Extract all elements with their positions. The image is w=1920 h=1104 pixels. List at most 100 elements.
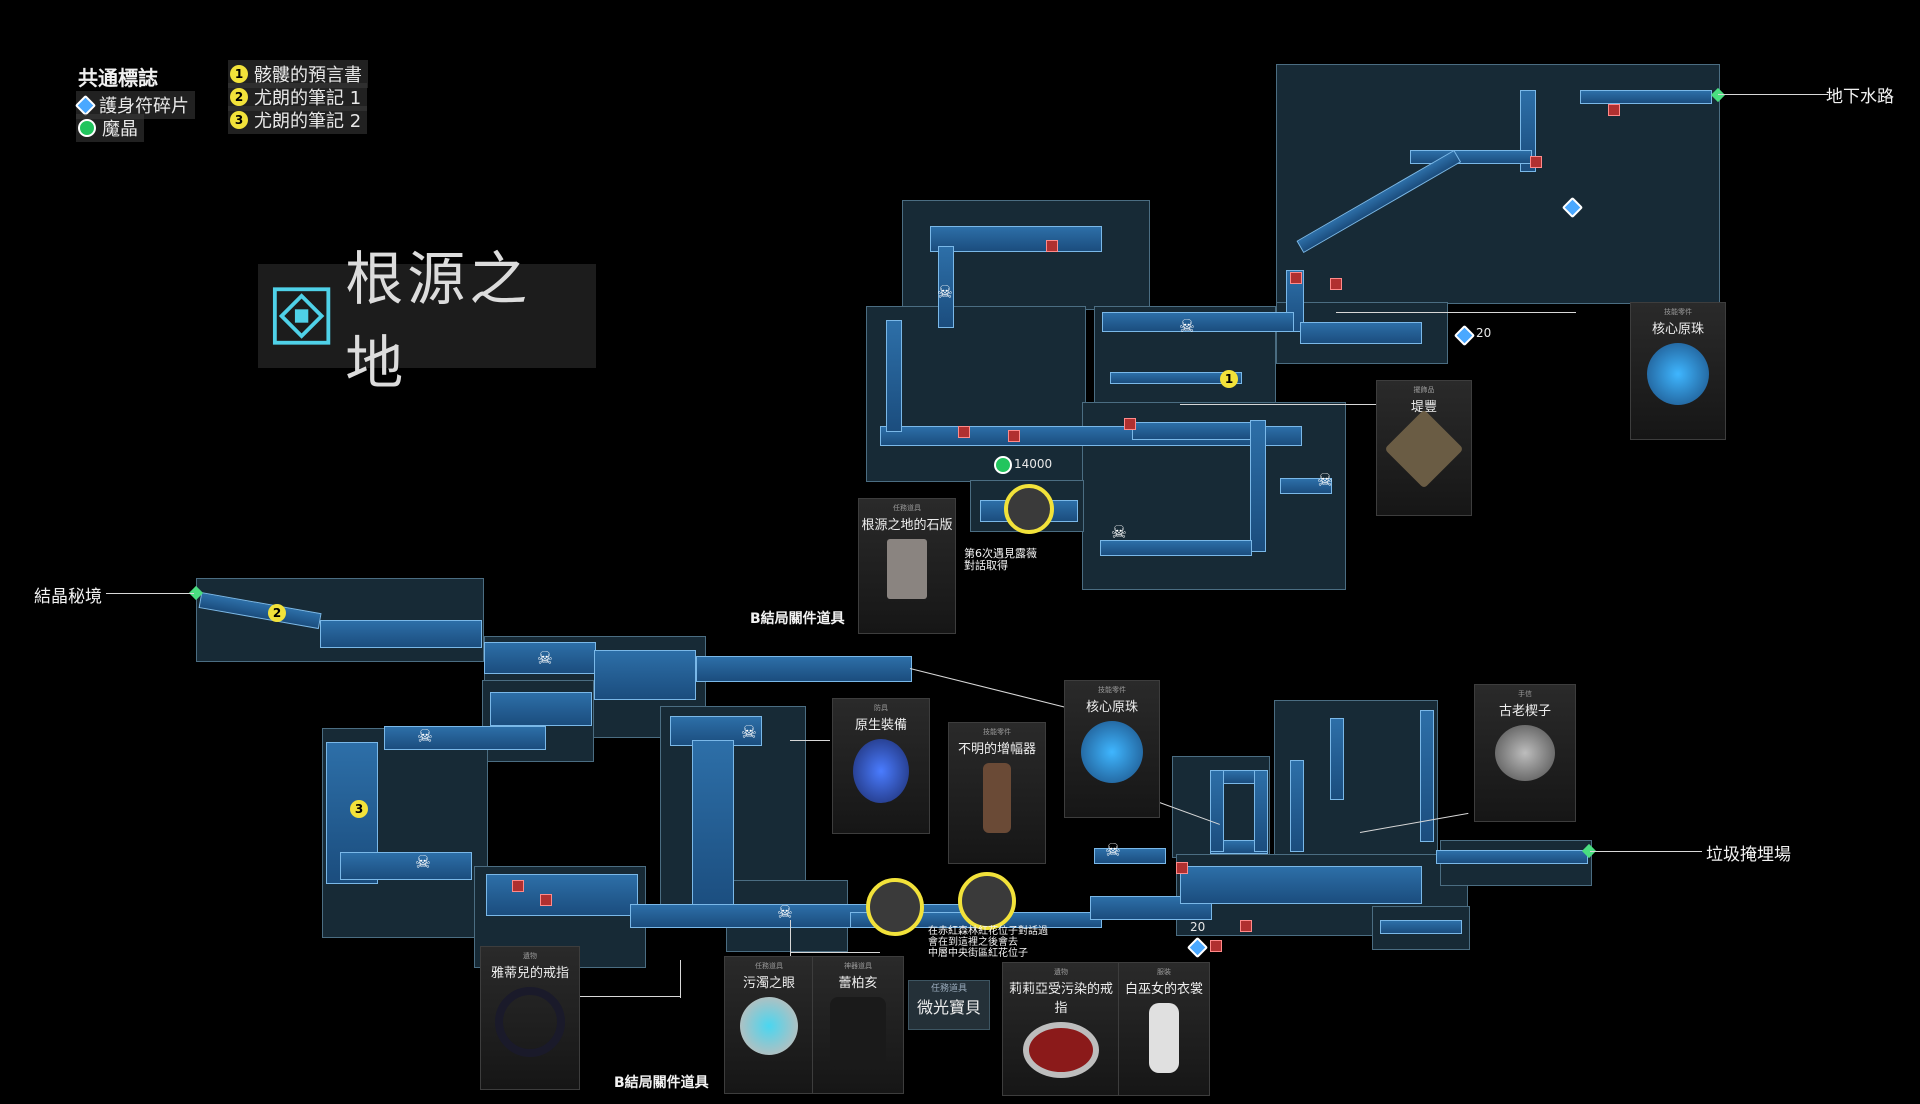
stone-tablet-icon <box>887 539 927 599</box>
gate-icon <box>1240 920 1252 932</box>
boss-icon: ☠ <box>1110 522 1128 543</box>
item-name: 蕾柏亥 <box>838 976 878 991</box>
map-room <box>866 306 1086 482</box>
map-corridor <box>1210 770 1224 852</box>
item-name: 白巫女的衣裳 <box>1124 982 1203 997</box>
map-corridor <box>938 246 954 328</box>
item-card-stone-tablet[interactable]: 任務道具 根源之地的石版 <box>858 498 956 634</box>
map-corridor <box>692 740 734 912</box>
item-card-faint-gem[interactable]: 任務道具 微光寶貝 <box>908 980 990 1030</box>
item-category: 任務道具 <box>893 504 921 512</box>
item-card-core-mid[interactable]: 技能零件 核心原珠 <box>1064 680 1160 818</box>
gate-icon <box>1008 430 1020 442</box>
map-corridor <box>1436 850 1588 864</box>
map-corridor <box>1420 710 1434 842</box>
core-orb-icon <box>1647 343 1709 405</box>
item-category: 技能零件 <box>1664 308 1692 316</box>
item-card-yaria-ring[interactable]: 遺物 雅蒂兒的戒指 <box>480 946 580 1090</box>
cursed-ring-icon <box>1023 1022 1099 1078</box>
legend-numbered-3: 3 尤朗的筆記 2 <box>228 106 368 134</box>
amulet-count: 20 <box>1190 920 1206 934</box>
ornament-icon <box>1384 409 1464 489</box>
map-corridor <box>490 692 592 726</box>
gate-icon <box>1530 156 1542 168</box>
map-corridor <box>1280 478 1332 494</box>
note-line: 會在到這裡之後會去 <box>928 937 1018 948</box>
item-card-lebolia[interactable]: 神器道具 蕾柏亥 <box>812 956 904 1094</box>
gate-icon <box>1124 418 1136 430</box>
item-category: 手信 <box>1518 690 1532 698</box>
map-room <box>1276 64 1720 304</box>
gate-icon <box>1330 278 1342 290</box>
gate-icon <box>958 426 970 438</box>
map-corridor <box>1300 322 1422 344</box>
exit-line <box>106 593 194 594</box>
item-card-kitoyo[interactable]: 擺飾品 堤豐 <box>1376 380 1472 516</box>
item-card-polluted-eye[interactable]: 任務道具 污濁之眼 <box>724 956 814 1094</box>
gate-icon <box>1176 862 1188 874</box>
boss-icon: ☠ <box>1316 470 1334 491</box>
legend-label: 護身符碎片 <box>99 96 189 117</box>
item-name: 堤豐 <box>1410 400 1437 415</box>
note-sixth-meet: 第6次遇見露薇 對話取得 <box>964 548 1037 572</box>
number-badge-icon: 1 <box>230 65 248 83</box>
callout-line <box>1180 404 1376 405</box>
exit-label-garbage-dump[interactable]: 垃圾掩埋場 <box>1706 845 1791 865</box>
gate-icon <box>1290 272 1302 284</box>
item-category: 任務道具 <box>755 962 783 970</box>
note-line: 中層中央街區紅花位子 <box>928 948 1028 959</box>
boss-icon: ☠ <box>936 282 954 303</box>
boss-icon: ☠ <box>536 648 554 669</box>
npc-portrait-icon <box>958 872 1016 930</box>
item-name: 微光寶貝 <box>916 998 981 1017</box>
map-corridor <box>486 874 638 916</box>
boss-icon: ☠ <box>416 726 434 747</box>
armor-icon <box>853 739 909 803</box>
number-badge-icon: 2 <box>268 604 286 622</box>
callout-line <box>790 952 880 953</box>
magic-crystal-icon <box>78 119 96 137</box>
item-name: 莉莉亞受污染的戒指 <box>1008 982 1113 1016</box>
note-line: 對話取得 <box>964 559 1008 572</box>
exit-label-waterway[interactable]: 地下水路 <box>1826 87 1894 107</box>
item-category: 技能零件 <box>983 728 1011 736</box>
item-card-lily-ring[interactable]: 遺物 莉莉亞受污染的戒指 <box>1002 962 1120 1096</box>
gate-icon <box>1210 940 1222 952</box>
number-badge-icon: 2 <box>230 88 248 106</box>
exit-label-crystal-secret[interactable]: 結晶秘境 <box>34 587 102 607</box>
item-card-white-dress[interactable]: 服裝 白巫女的衣裳 <box>1118 962 1210 1096</box>
map-corridor <box>1410 150 1532 164</box>
map-corridor <box>1094 848 1166 864</box>
eye-orb-icon <box>740 997 798 1055</box>
map-corridor <box>594 650 696 700</box>
map-corridor <box>1100 540 1252 556</box>
callout-line <box>909 668 1066 708</box>
callout-line <box>790 740 830 741</box>
map-corridor <box>1180 866 1422 904</box>
boss-icon: ☠ <box>1104 840 1122 861</box>
item-category: 遺物 <box>523 952 537 960</box>
crystal-count: 14000 <box>1014 457 1053 471</box>
callout-line <box>680 960 681 998</box>
legend-label: 尤朗的筆記 1 <box>254 88 362 109</box>
item-name: 核心原珠 <box>1651 322 1704 337</box>
item-category: 遺物 <box>1054 968 1068 976</box>
item-card-amplifier[interactable]: 技能零件 不明的增幅器 <box>948 722 1046 864</box>
callout-line <box>580 996 680 997</box>
item-category: 防具 <box>874 704 888 712</box>
ring-icon <box>495 987 565 1057</box>
amulet-fragment-icon <box>74 94 97 116</box>
item-category: 技能零件 <box>1098 686 1126 694</box>
map-corridor <box>1290 760 1304 852</box>
legend-label: 尤朗的筆記 2 <box>254 111 362 132</box>
item-card-native-gear[interactable]: 防具 原生裝備 <box>832 698 930 834</box>
amulet-count: 20 <box>1476 326 1492 340</box>
note-red-flower: 在赤紅森林紅花位子對話過 會在到這裡之後會去 中層中央街區紅花位子 <box>928 926 1048 959</box>
item-card-core-top[interactable]: 技能零件 核心原珠 <box>1630 302 1726 440</box>
magic-crystal-icon <box>994 456 1012 474</box>
npc-portrait-icon <box>1004 484 1054 534</box>
core-orb-icon <box>1081 721 1143 783</box>
map-corridor <box>1110 372 1242 384</box>
item-card-old-box[interactable]: 手信 古老楔子 <box>1474 684 1576 822</box>
b-ending-label-bottom: B結局關件道具 <box>614 1075 709 1091</box>
